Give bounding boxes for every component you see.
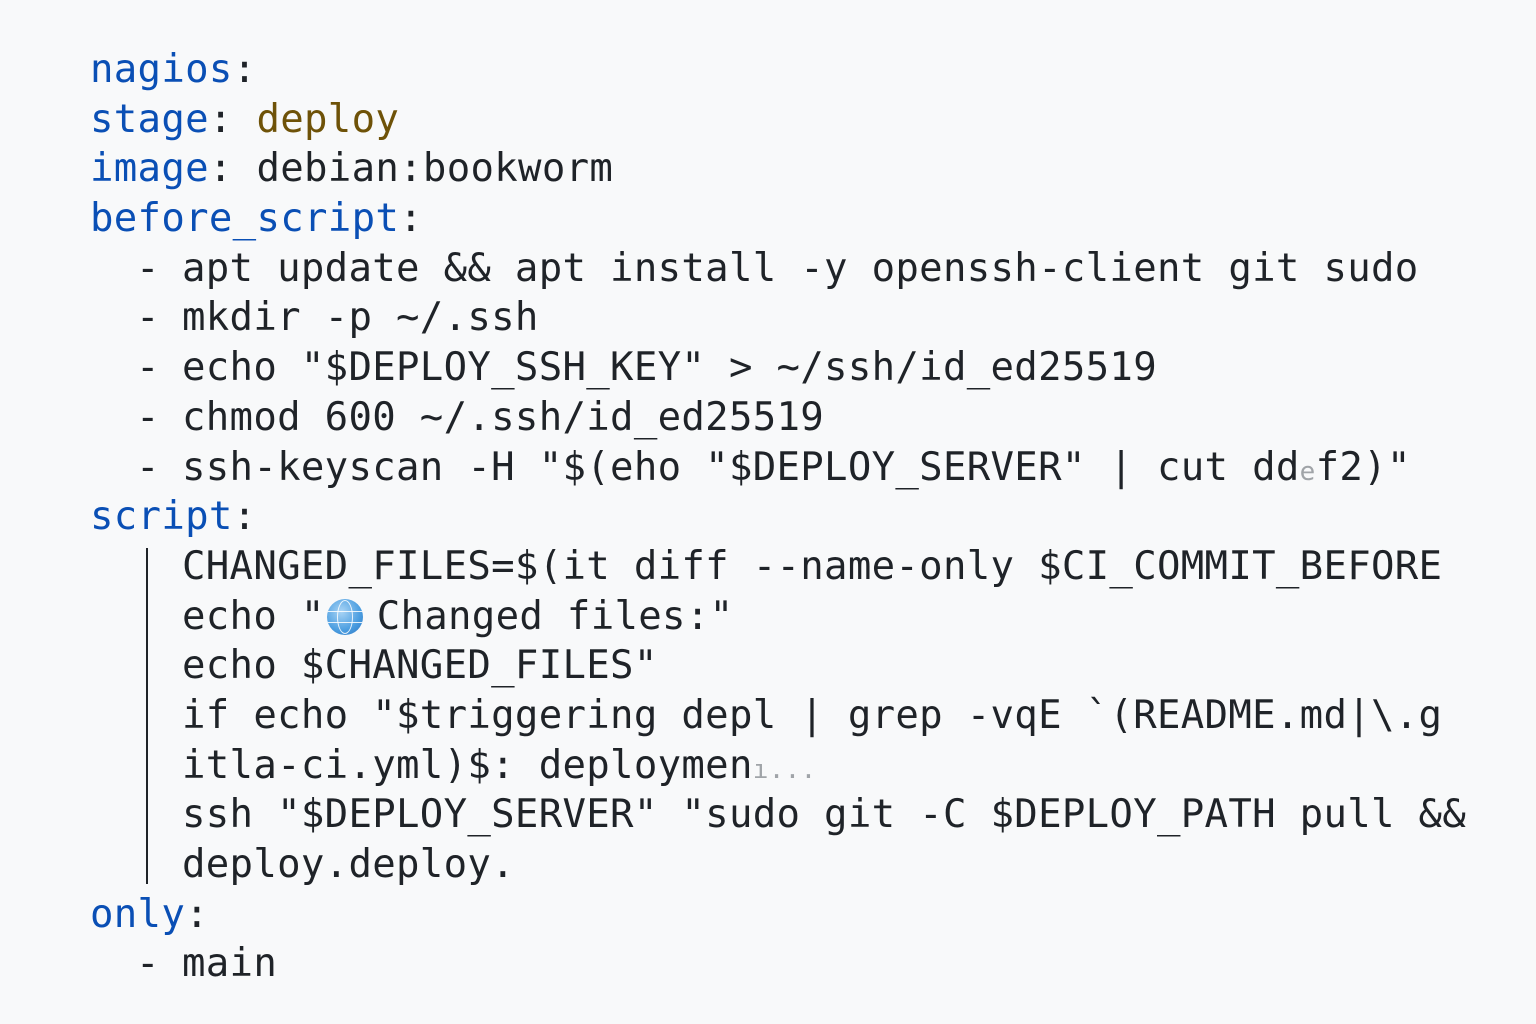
before-script-command: mkdir -p ~/.ssh bbox=[182, 295, 539, 341]
job-name-key: nagios bbox=[90, 47, 233, 92]
script-block-line: ssh "$DEPLOY_SERVER" "sudo git -C $DEPLO… bbox=[90, 790, 1536, 840]
before-script-command: ssh-keyscan -H "$(eho "$DEPLOY_SERVER" |… bbox=[182, 444, 1300, 490]
script-key: script bbox=[90, 494, 233, 540]
stage-value: deploy bbox=[256, 96, 400, 142]
before-script-item: -echo "$DEPLOY_SSH_KEY" > ~/ssh/id_ed255… bbox=[90, 343, 1536, 393]
globe-icon bbox=[326, 598, 363, 635]
only-key: only bbox=[90, 891, 186, 937]
before-script-item: -ssh-keyscan -H "$(eho "$DEPLOY_SERVER" … bbox=[90, 443, 1536, 493]
colon: : bbox=[208, 146, 233, 192]
list-dash: - bbox=[136, 941, 160, 987]
faint-glyph: e bbox=[1299, 456, 1316, 487]
before-script-item: -apt update && apt install -y openssh-cl… bbox=[90, 244, 1536, 294]
script-text: CHANGED_FILES=$(it diff --name-only $CI_… bbox=[182, 543, 1443, 589]
script-text: echo " bbox=[182, 593, 325, 639]
script-text: if echo "$triggering depl | grep -vqE `(… bbox=[182, 692, 1443, 738]
before-script-item: -mkdir -p ~/.ssh bbox=[90, 293, 1536, 343]
before-script-command: apt update && apt install -y openssh-cli… bbox=[182, 245, 1419, 291]
script-block-line: echo " Changed files:" bbox=[90, 592, 1536, 642]
before-script-command-tail: f2)" bbox=[1315, 444, 1411, 490]
before-script-item: -chmod 600 ~/.ssh/id_ed25519 bbox=[90, 393, 1536, 443]
faint-ellipsis: ı... bbox=[752, 754, 817, 785]
script-text-with-faint: itla-ci.yml)$: deploymenı... bbox=[182, 741, 817, 796]
list-dash: - bbox=[136, 245, 160, 291]
image-value: debian:bookworm bbox=[256, 146, 614, 192]
list-dash: - bbox=[136, 345, 160, 391]
code-line-before-script: before_script: bbox=[90, 194, 1536, 244]
block-scalar-indicator bbox=[146, 548, 148, 884]
only-branch: main bbox=[182, 941, 278, 987]
list-dash: - bbox=[136, 394, 160, 440]
before-script-command: chmod 600 ~/.ssh/id_ed25519 bbox=[182, 394, 825, 440]
colon: : bbox=[208, 96, 233, 142]
script-text: deploy.deploy. bbox=[182, 842, 515, 887]
code-line-image: image: debian:bookworm bbox=[90, 144, 1536, 194]
colon: : bbox=[232, 494, 257, 540]
before-script-command: echo "$DEPLOY_SSH_KEY" > ~/ssh/id_ed2551… bbox=[182, 345, 1157, 391]
code-line-stage: stage: deploy bbox=[90, 95, 1536, 145]
script-text: ssh "$DEPLOY_SERVER" "sudo git -C $DEPLO… bbox=[182, 792, 1467, 838]
colon: : bbox=[399, 196, 423, 242]
script-text: echo $CHANGED_FILES" bbox=[182, 643, 658, 689]
script-text: itla-ci.yml)$: deploymen bbox=[182, 742, 753, 788]
script-text: Changed files:" bbox=[376, 593, 734, 639]
only-item: -main bbox=[90, 939, 1536, 989]
stage-key: stage bbox=[90, 96, 209, 142]
script-block-line: echo $CHANGED_FILES" bbox=[90, 641, 1536, 691]
script-block-line: itla-ci.yml)$: deploymenı... bbox=[90, 741, 1536, 791]
colon: : bbox=[232, 47, 257, 92]
before-script-key: before_script bbox=[90, 196, 400, 242]
script-block-line: CHANGED_FILES=$(it diff --name-only $CI_… bbox=[90, 542, 1536, 592]
script-block-line: if echo "$triggering depl | grep -vqE `(… bbox=[90, 691, 1536, 741]
list-dash: - bbox=[136, 444, 160, 490]
image-key: image bbox=[90, 146, 209, 192]
colon: : bbox=[185, 891, 209, 937]
code-line-job-name: nagios: bbox=[90, 45, 1536, 95]
list-dash: - bbox=[136, 295, 160, 341]
code-line-only: only: bbox=[90, 890, 1536, 940]
script-text-with-icon: echo " Changed files:" bbox=[182, 592, 733, 642]
script-block-line: deploy.deploy. bbox=[90, 840, 1536, 890]
code-line-script: script: bbox=[90, 492, 1536, 542]
